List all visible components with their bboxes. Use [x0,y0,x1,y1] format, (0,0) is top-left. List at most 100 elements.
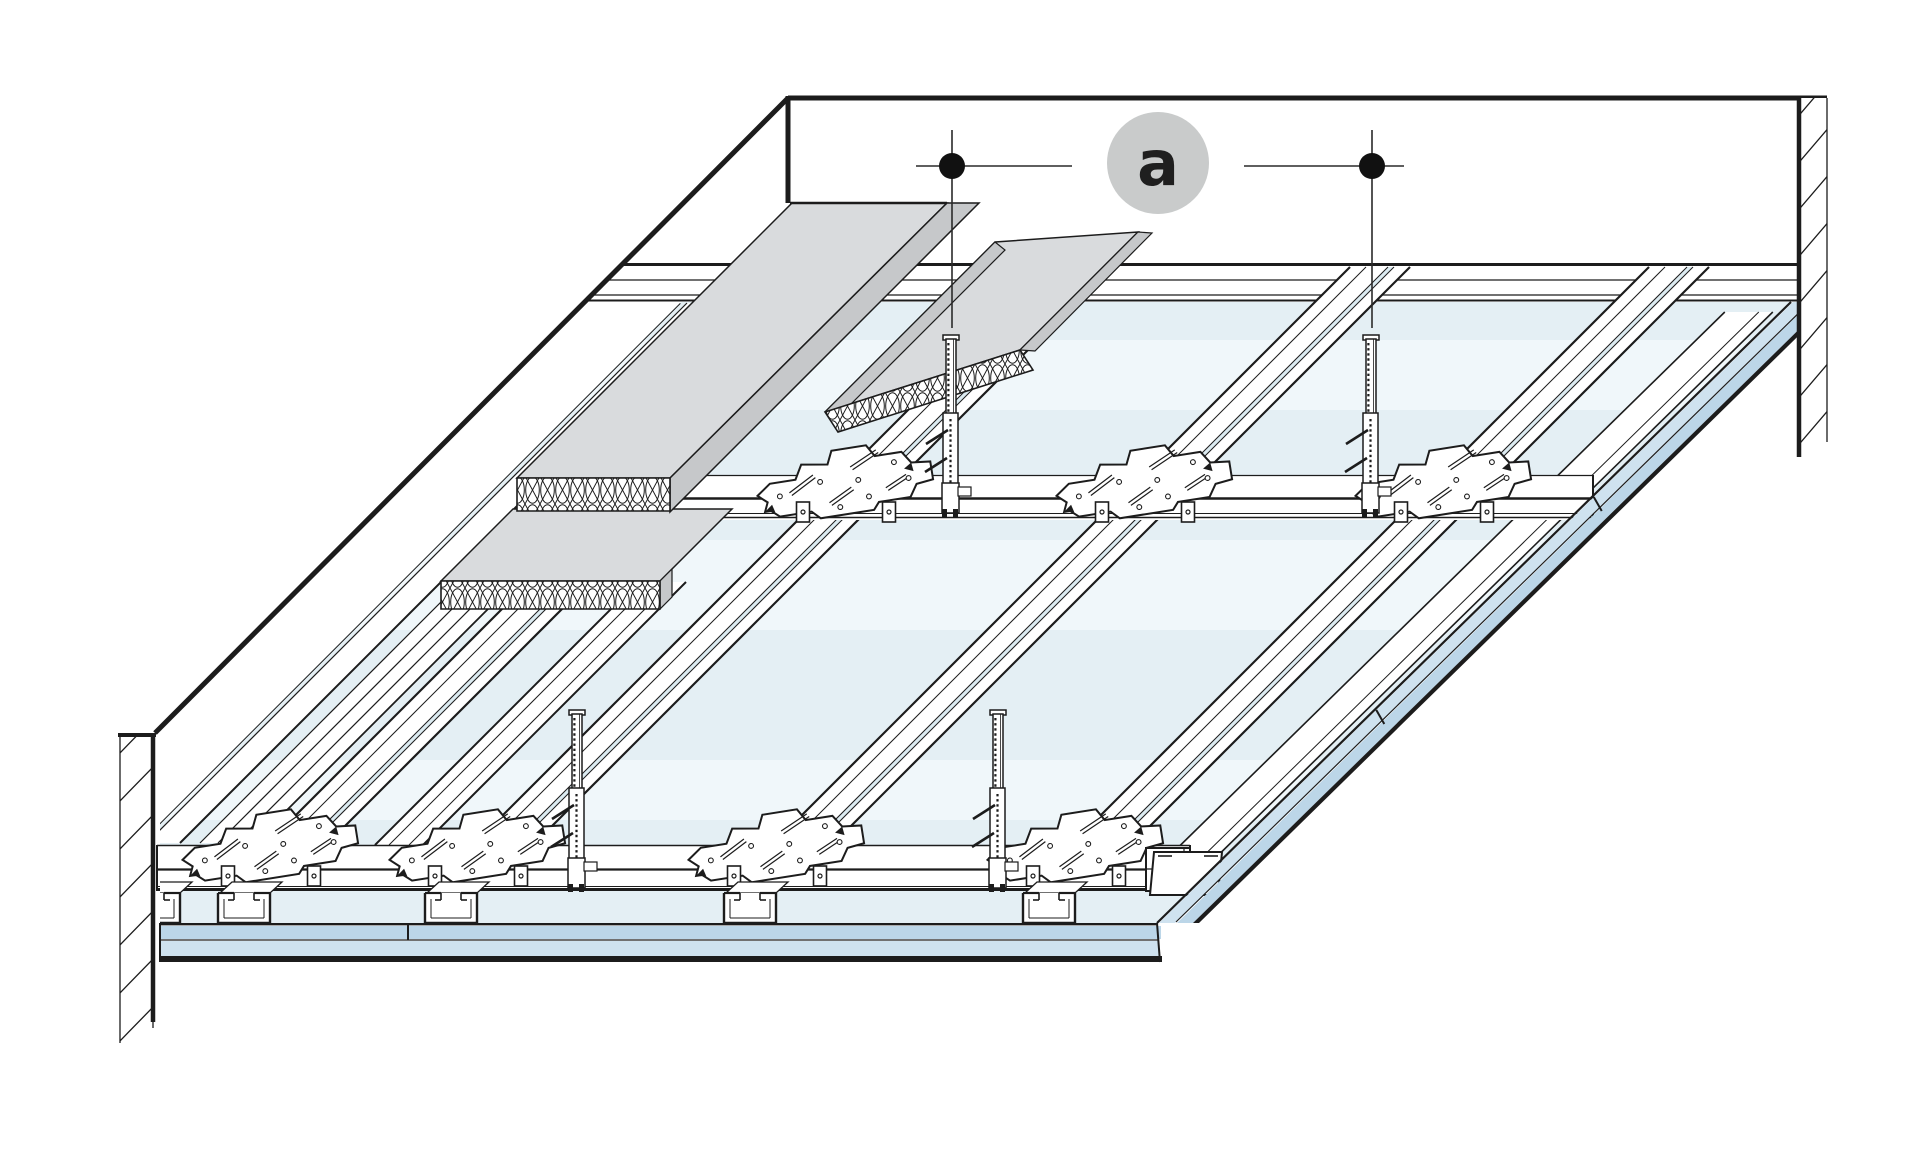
plate-outline [686,808,866,884]
plate-hole [1120,823,1127,830]
plate-hole [1435,504,1442,511]
edge-line [120,906,153,950]
tab-hole [432,873,438,879]
furring-channel-rail [771,266,1411,846]
edge-line [720,838,745,858]
edge-line [116,1051,157,1093]
edge-line [762,853,786,870]
plate-hole [330,839,337,845]
edge-line [1061,853,1085,870]
edge-line [421,838,446,858]
cross-connector [686,808,866,887]
shape [1071,267,1709,845]
tab-hole [225,873,231,879]
label-letter: a [1137,127,1179,200]
edge-line [1345,428,1369,446]
grip-mark [904,462,914,472]
plate-hole [291,857,297,864]
board-edge-band [1159,302,1799,923]
insulation-slab-upper [515,201,981,514]
grip-mark [536,826,546,836]
edge-line [408,581,673,846]
edge-line [1450,451,1477,471]
clamp-arm [957,486,972,497]
edge-line [1156,301,1792,924]
plate-hole [1204,475,1211,481]
cross-connector [1054,444,1234,523]
plate-hole [1464,493,1470,500]
edge-line [216,841,241,860]
edge-line [1082,815,1109,835]
board-edge-band [1177,313,1799,923]
edge-line [1088,474,1113,494]
plate-hole [1075,493,1082,500]
tab-hole [800,509,806,515]
edge-line [924,456,948,474]
edge-line [852,451,879,471]
plate-hole [1154,476,1161,483]
edge-line [388,581,653,846]
grip-mark [1134,826,1144,836]
edge-line [312,840,334,855]
plate-hole [537,839,544,845]
front-cut-channel-partial [160,881,194,923]
edge-line [1090,477,1115,496]
plate-hole [768,868,775,875]
nonius-hanger [1344,334,1392,517]
hangers [550,334,1392,892]
plate-hole [836,839,843,845]
plate-outline [180,808,360,884]
tab-hole [1484,509,1490,515]
edge-line [120,954,153,998]
plate-hole [905,475,912,481]
shape [810,267,1394,845]
clamp-arm [1004,861,1019,872]
plate-hole [201,857,208,864]
connector-plate [686,808,866,884]
shape [1109,267,1693,845]
edge-line [849,449,877,468]
plate-hole [522,823,529,830]
plate-hole [1116,478,1123,485]
edge-line [1115,837,1137,853]
edge-line [760,850,783,868]
edge-line [1117,840,1139,855]
edge-line [885,473,907,489]
datum-dot [939,153,965,179]
plate-hole [837,504,844,511]
tab-hole [886,509,892,515]
front-cut-channels [216,881,1089,925]
clamp-arm [1377,486,1392,497]
plate-hole [821,823,828,830]
nonius-hanger [971,709,1019,892]
mineral-wool-cut-face [440,580,661,610]
plate-outline [1054,444,1234,520]
board-edge-outer [1193,329,1799,923]
edge-line [771,266,1351,846]
datum-annotation [916,130,1404,328]
connector-plate [755,444,935,520]
plate-hole [1067,868,1074,875]
clamp-hook [1362,509,1367,517]
front-connectors [180,808,1165,887]
edge-line [925,428,949,446]
board-layer2-edge [160,941,1159,956]
tab-hole [1099,509,1105,515]
plate-hole [1415,478,1422,485]
edge-line [481,813,509,832]
edge-line [422,581,687,846]
slab-side-face [669,202,981,514]
tab-hole [1398,509,1404,515]
edge-line [1175,311,1799,923]
edge-line [120,858,153,902]
channel-back-sliver [1023,881,1089,894]
plate-hole [776,493,783,500]
plate-hole [1096,857,1102,864]
edge-line [374,581,639,846]
plate-hole [449,842,456,849]
tab-hole [1116,873,1122,879]
edge-line [815,266,1395,846]
label-circle [1107,112,1209,214]
edge-line [816,837,838,853]
furring-channel-cut-section [160,881,194,923]
